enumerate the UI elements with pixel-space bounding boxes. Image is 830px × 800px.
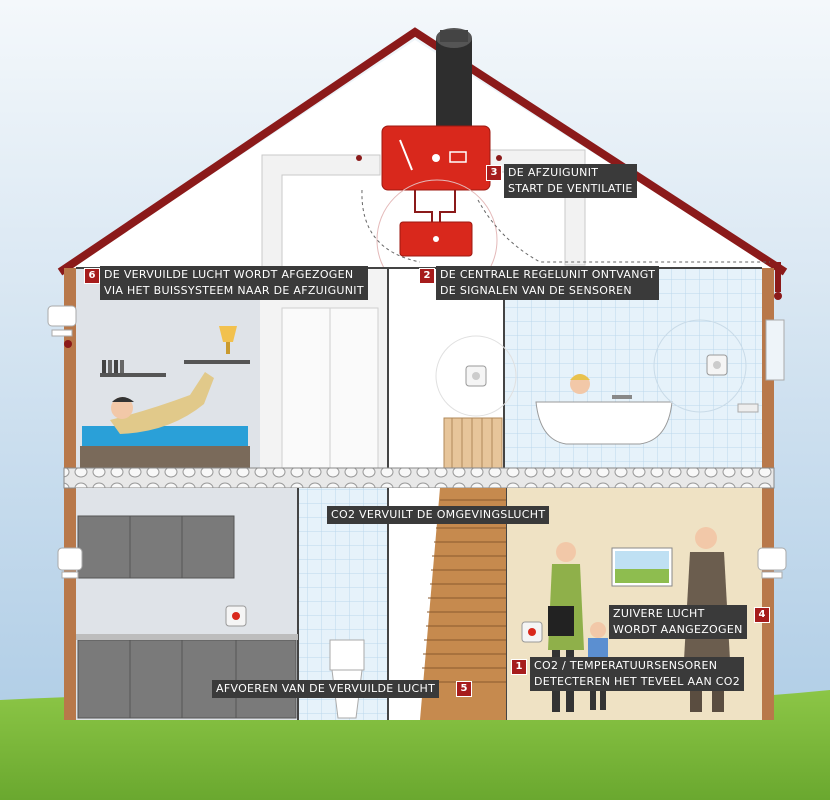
lamp-icon <box>219 326 237 354</box>
landscape-painting <box>611 547 673 587</box>
vent-icon <box>47 305 77 348</box>
step-3-badge: 3 <box>486 165 502 181</box>
step-2-badge: 2 <box>419 268 435 284</box>
step-3-label: DE AFZUIGUNIT START DE VENTILATIE <box>504 164 637 198</box>
chimney-icon <box>436 28 472 130</box>
step-4-badge: 4 <box>754 607 770 623</box>
co2-sensor-icon <box>521 621 543 643</box>
step-5-badge: 5 <box>456 681 472 697</box>
banister <box>443 417 503 469</box>
step-2-label: DE CENTRALE REGELUNIT ONTVANGT DE SIGNAL… <box>436 266 660 300</box>
bathtub-icon <box>535 374 673 445</box>
person-reading <box>110 372 214 434</box>
co2-sensor-icon <box>225 605 247 627</box>
extraction-unit-icon <box>356 125 502 191</box>
step-5-label: AFVOEREN VAN DE VERVUILDE LUCHT <box>212 680 440 698</box>
bed <box>82 426 248 446</box>
stairs <box>420 488 506 720</box>
roof <box>57 27 788 276</box>
co2-sensor-icon <box>706 354 728 376</box>
step-1-badge: 1 <box>511 659 527 675</box>
vent-icon <box>765 262 785 381</box>
vent-icon <box>57 547 83 579</box>
co2-sensor-icon <box>465 365 487 387</box>
vent-icon <box>757 547 787 579</box>
step-4-label: ZUIVERE LUCHT WORDT AANGEZOGEN <box>609 605 747 639</box>
kitchen-cabinets <box>76 515 298 719</box>
step-6-badge: 6 <box>84 268 100 284</box>
left-wall <box>64 268 76 720</box>
step-6-label: DE VERVUILDE LUCHT WORDT AFGEZOGEN VIA H… <box>100 266 368 300</box>
co2-label: CO2 VERVUILT DE OMGEVINGSLUCHT <box>327 506 550 524</box>
step-1-label: CO2 / TEMPERATUURSENSOREN DETECTEREN HET… <box>530 657 745 691</box>
floor-joist <box>63 467 775 489</box>
